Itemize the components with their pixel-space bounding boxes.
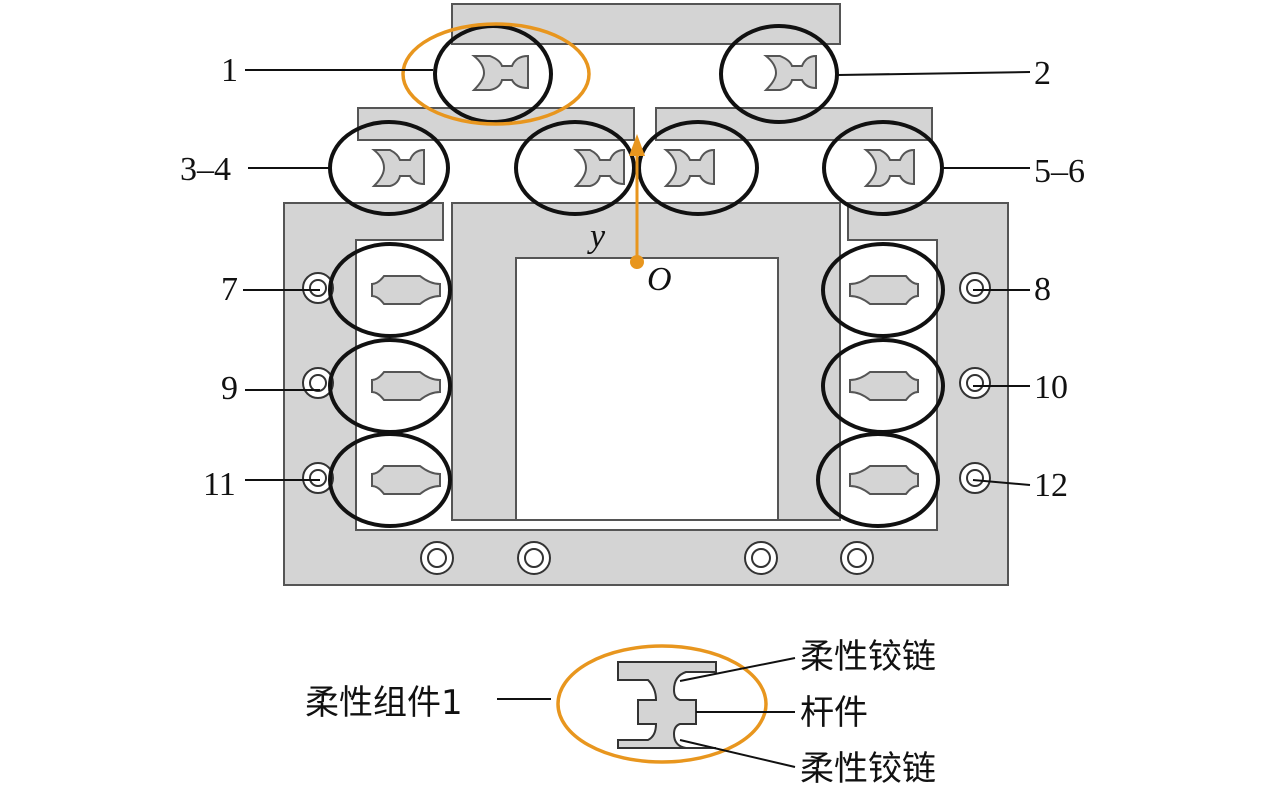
label-component-8: 8 [1034,271,1051,308]
legend-rod-label: 杆件 [800,693,868,733]
component-circle-5 [637,120,759,216]
component-circle-11 [328,432,452,528]
y-axis [629,134,645,269]
hinge-shape-2 [763,54,817,91]
label-component-1: 1 [221,52,238,89]
hinge-shape-6 [863,148,915,187]
bolt-hole [420,541,454,575]
legend-hinge-top-label: 柔性铰链 [800,637,936,677]
label-component-5-6: 5–6 [1034,153,1085,190]
component-circle-4 [514,120,636,216]
hinge-shape-10 [849,371,919,401]
hinge-shape-8 [849,275,919,305]
component-circle-12 [816,432,940,528]
hinge-shape-3 [371,148,425,187]
legend-hinge-bottom-label: 柔性铰链 [800,749,936,787]
bolt-hole [959,462,991,494]
bolt-holes [302,272,991,575]
hinge-shape-11 [371,465,441,495]
bolt-hole [302,272,334,304]
label-component-9: 9 [221,370,238,407]
component-circles [328,24,945,528]
hinge-shape-4 [573,148,625,187]
highlight-ellipse-component-1 [401,22,591,126]
bolt-hole [840,541,874,575]
bolt-hole [302,462,334,494]
component-circle-7 [328,242,452,338]
origin-dot [630,255,644,269]
bolt-hole [517,541,551,575]
label-component-10: 10 [1034,369,1068,406]
y-axis-label: y [587,218,606,255]
legend-highlight-ellipse [556,644,768,764]
bolt-hole [959,367,991,399]
bolt-hole [959,272,991,304]
component-circle-2 [719,24,839,124]
legend-component-label: 柔性组件1 [305,683,463,723]
component-circle-8 [821,242,945,338]
origin-label: O [647,261,672,298]
leader-lines [243,69,1031,486]
y-axis-arrowhead [629,134,645,156]
hinge-shapes [371,54,919,495]
legend-hinge-rod-shape [617,661,717,749]
central-window [515,257,779,521]
hinge-shape-5 [663,148,715,187]
label-component-7: 7 [221,271,238,308]
component-circle-10 [821,338,945,434]
legend-detail: 柔性组件1 柔性铰链 杆件 柔性铰链 [305,637,936,789]
label-component-11: 11 [203,466,236,503]
component-circle-1 [433,24,553,124]
hinge-shape-12 [849,465,919,495]
bolt-hole [744,541,778,575]
label-component-3-4: 3–4 [180,151,231,188]
hinge-shape-9 [371,371,441,401]
label-component-2: 2 [1034,55,1051,92]
outer-frame [283,202,1009,586]
hinge-shape-7 [371,275,441,305]
label-component-12: 12 [1034,467,1068,504]
hinge-shape-1 [471,54,529,91]
